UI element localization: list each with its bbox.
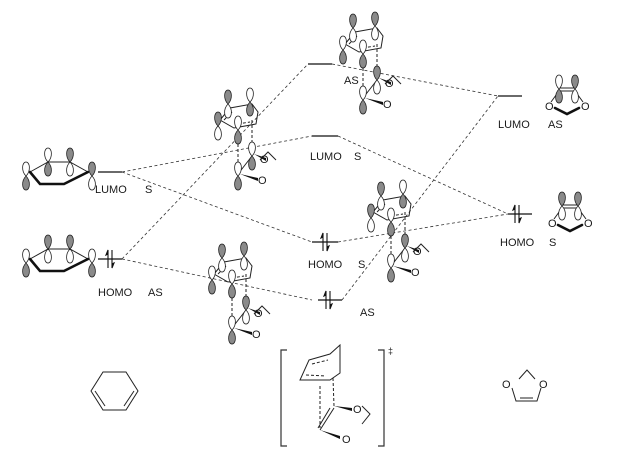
oxygen-atom: O — [502, 379, 511, 391]
diene-homo-label: HOMO — [98, 287, 133, 299]
dioxole-structure: O O — [502, 369, 548, 402]
diene-lumo-orbital-drawing — [22, 147, 96, 191]
double-dagger: ‡ — [388, 346, 393, 356]
dieno-lumo-label: LUMO — [498, 119, 530, 131]
dieno-homo-label: HOMO — [500, 237, 535, 249]
diene-homo-symmetry: AS — [148, 287, 163, 299]
diene-homo-orbital-drawing — [22, 234, 96, 278]
oxygen-atom: O — [548, 218, 557, 230]
ts-homo-label: HOMO — [308, 259, 343, 271]
ts-as-bottom-symmetry: AS — [360, 307, 375, 319]
oxygen-atom: O — [353, 404, 362, 416]
corr-diene-lumo-to-ts-homo — [121, 171, 313, 243]
corr-diene-homo-to-ts-as-top — [121, 63, 309, 260]
oxygen-atom: O — [411, 267, 420, 279]
right-bracket — [378, 349, 385, 447]
oxygen-atom: O — [539, 379, 548, 391]
correlation-lines — [121, 63, 509, 301]
energy-levels — [98, 63, 532, 310]
corr-diene-homo-to-ts-as-bottom — [121, 258, 313, 301]
ts-lumo-label: LUMO — [310, 151, 342, 163]
dieno-homo-symmetry: S — [549, 237, 556, 249]
oxygen-atom: O — [383, 99, 392, 111]
corr-dieno-homo-to-ts-lumo — [337, 135, 509, 215]
corr-diene-lumo-to-ts-lumo — [121, 135, 313, 173]
oxygen-atom: O — [385, 78, 394, 90]
ts-orbital-drawing-as-top: O O — [339, 11, 402, 115]
oxygen-atom: O — [258, 175, 267, 187]
oxygen-atom: O — [545, 101, 554, 113]
oxygen-atom: O — [413, 246, 422, 258]
diene-lumo-symmetry: S — [145, 184, 152, 196]
corr-dieno-homo-to-ts-homo — [337, 213, 509, 243]
dieno-homo-orbital-drawing: O O — [548, 191, 593, 233]
oxygen-atom: O — [584, 218, 593, 230]
oxygen-atom: O — [254, 308, 263, 320]
ts-homo-symmetry: S — [358, 259, 365, 271]
left-bracket — [280, 349, 287, 447]
ts-as-top-symmetry: AS — [344, 75, 359, 87]
corr-dieno-lumo-to-ts-as-bottom — [341, 95, 499, 301]
ts-lumo-symmetry: S — [354, 151, 361, 163]
dieno-lumo-symmetry: AS — [548, 119, 563, 131]
oxygen-atom: O — [260, 154, 269, 166]
oxygen-atom: O — [252, 329, 261, 341]
oxygen-atom: O — [342, 434, 351, 446]
level-labels: LUMO S HOMO AS AS LUMO S HOMO S AS LUMO … — [95, 75, 563, 319]
ts-orbital-drawing-lumo: O O — [214, 87, 277, 191]
dieno-lumo-orbital-drawing: O O — [545, 74, 590, 116]
oxygen-atom: O — [581, 101, 590, 113]
transition-state-structure: ‡ O O — [280, 343, 393, 447]
cyclohexadiene-structure — [90, 371, 139, 411]
ts-orbital-drawing-homo: O O — [367, 179, 430, 283]
ts-orbital-drawing-as-bottom: O O — [208, 241, 271, 345]
diene-lumo-label: LUMO — [95, 184, 127, 196]
corr-dieno-lumo-to-ts-as-top — [331, 63, 499, 97]
